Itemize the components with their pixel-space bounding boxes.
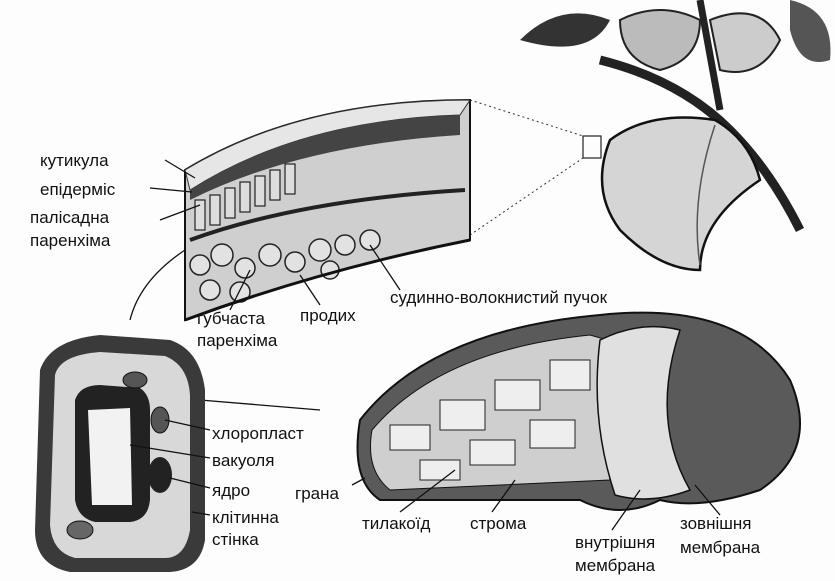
label-thylakoid: тилакоїд	[362, 514, 431, 533]
label-inner-membrane-2: мембрана	[575, 556, 656, 575]
label-stoma: продих	[300, 306, 356, 325]
label-palisade-2: паренхіма	[30, 231, 111, 250]
label-spongy-2: паренхіма	[197, 331, 278, 350]
label-epidermis: епідерміс	[40, 180, 116, 199]
label-outer-membrane-2: мембрана	[680, 538, 761, 557]
label-palisade-1: палісадна	[30, 208, 110, 227]
label-inner-membrane-1: внутрішня	[575, 533, 656, 552]
label-outer-membrane-1: зовнішня	[680, 514, 752, 533]
label-chloroplast: хлоропласт	[212, 424, 304, 443]
label-spongy-1: губчаста	[197, 309, 265, 328]
leaf-cross-section-illustration	[184, 98, 471, 322]
label-vascular-bundle: судинно-волокнистий пучок	[390, 288, 608, 307]
label-vacuole: вакуоля	[212, 451, 275, 470]
leaf-branch-illustration	[520, 0, 831, 272]
label-cell-wall-1: клітинна	[212, 508, 279, 527]
label-granum: грана	[295, 484, 339, 503]
plant-cell-illustration	[35, 335, 205, 572]
chloroplast-illustration	[356, 311, 801, 511]
label-nucleus: ядро	[212, 481, 251, 500]
label-cell-wall-2: стінка	[212, 530, 259, 549]
label-stroma: строма	[470, 514, 527, 533]
label-cuticle: кутикула	[40, 151, 109, 170]
